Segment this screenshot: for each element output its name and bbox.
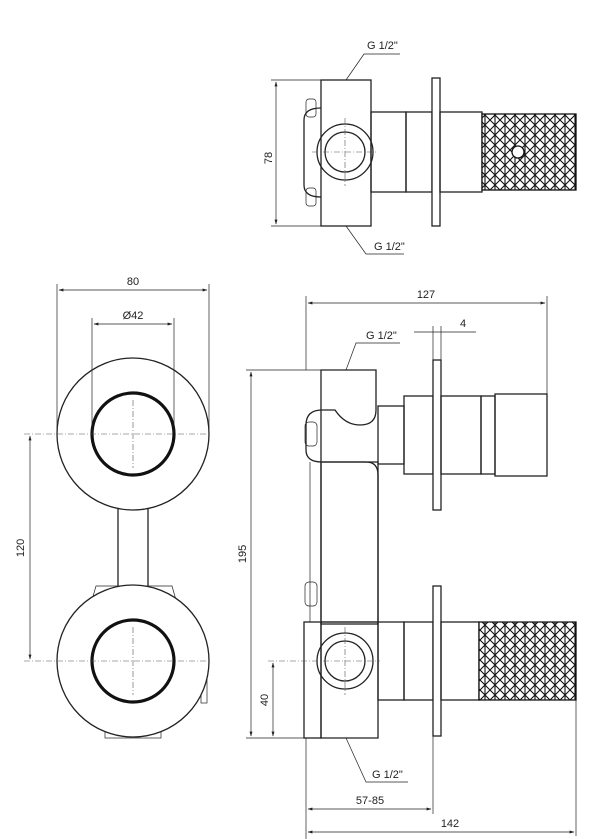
side-lower-flange <box>432 585 442 737</box>
side-upper-handle <box>480 395 496 475</box>
top-view: 78 G 1/2" G 1/2" <box>263 40 577 255</box>
side-thread-lower-leader <box>345 737 408 783</box>
top-collar <box>439 111 483 193</box>
side-upper-flange <box>432 359 442 511</box>
side-lower-neck <box>377 621 405 701</box>
top-handle-screw <box>511 145 525 159</box>
side-height-label: 195 <box>237 545 249 563</box>
front-view: 80 Ø42 120 <box>15 276 210 739</box>
top-flange <box>431 77 441 227</box>
side-lower-knurled-handle <box>478 621 577 701</box>
side-lower-tab <box>303 621 322 739</box>
top-thread-upper-label: G 1/2" <box>367 40 398 52</box>
side-lower-collar <box>440 621 480 701</box>
side-thread-upper-leader <box>345 342 400 371</box>
side-lower-sleeve <box>403 621 434 701</box>
top-thread-lower-leader <box>345 225 404 255</box>
side-overall-label: 142 <box>441 818 459 830</box>
top-thread-lower-label: G 1/2" <box>374 241 405 253</box>
side-body-column <box>320 461 379 625</box>
top-left-lug <box>303 107 322 198</box>
side-mid-lug <box>304 581 318 607</box>
side-upper-collar <box>440 395 482 475</box>
side-view: 127 4 G 1/2" 195 40 G 1/2" 57-85 142 <box>237 289 577 839</box>
side-upper-neck <box>377 405 405 465</box>
top-knurled-handle <box>481 113 577 191</box>
top-lug-upper <box>305 98 317 118</box>
side-adjust-range-label: 57-85 <box>356 795 384 807</box>
side-flange-label: 4 <box>460 318 466 330</box>
side-upper-sleeve <box>403 395 434 475</box>
front-width-label: 80 <box>127 276 139 288</box>
side-thread-upper-label: G 1/2" <box>366 330 397 342</box>
top-lug-lower <box>305 187 317 207</box>
front-spacing-label: 120 <box>15 539 27 557</box>
top-thread-upper-leader <box>345 53 400 81</box>
side-upper-lug <box>304 421 318 447</box>
side-bottom-offset-label: 40 <box>259 694 271 706</box>
side-upper-handle-cap <box>494 393 548 477</box>
side-body-upper <box>305 369 379 623</box>
top-neck <box>370 111 407 193</box>
top-body <box>320 79 372 227</box>
top-height-label: 78 <box>263 152 275 164</box>
side-thread-lower-label: G 1/2" <box>372 769 403 781</box>
side-total-depth-label: 127 <box>417 289 435 301</box>
top-sleeve <box>405 111 433 193</box>
front-inner-dia-label: Ø42 <box>123 310 144 322</box>
